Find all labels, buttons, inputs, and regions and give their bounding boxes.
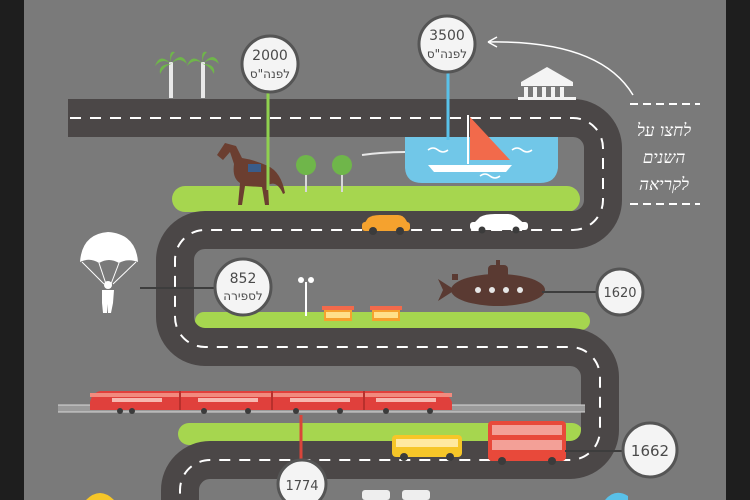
year-marker-1620[interactable]: 1620	[595, 267, 645, 317]
grass-strip-3	[178, 423, 583, 445]
market-stall-icon	[322, 306, 354, 321]
marker-era: לפנה"ס	[250, 67, 290, 81]
marker-year: 1662	[631, 442, 669, 460]
marker-year: 1620	[603, 286, 636, 301]
submarine-icon	[438, 260, 545, 306]
temple-icon	[518, 67, 576, 100]
train-icon	[90, 391, 452, 414]
partial-bottom-icon	[86, 493, 114, 500]
hint-line-1: לחצו על	[637, 121, 691, 141]
market-stall-icon	[370, 306, 402, 321]
marker-year: 2000	[252, 48, 288, 64]
click-hint-box: לחצו על השנים לקריאה	[630, 103, 700, 205]
orange-car-icon	[362, 215, 410, 235]
grass-strip-1	[172, 186, 580, 212]
marker-era: לספירה	[223, 289, 262, 303]
yellow-bus-icon	[392, 435, 462, 461]
partial-bottom-icon	[362, 490, 390, 500]
hint-line-3: לקריאה	[639, 175, 689, 195]
wind-line	[361, 151, 406, 156]
parachute-icon	[80, 232, 138, 313]
partial-bottom-icon	[605, 492, 628, 500]
partial-bottom-icon	[402, 490, 430, 500]
street-lamp-icon	[298, 277, 314, 316]
marker-year: 852	[230, 271, 257, 287]
palm-tree-icon	[155, 51, 187, 98]
marker-era: לפנה"ס	[427, 47, 467, 61]
year-marker-1774[interactable]: 1774	[276, 458, 328, 500]
marker-year: 1774	[285, 479, 318, 494]
year-marker-2000-bc[interactable]: 2000 לפנה"ס	[240, 34, 300, 94]
winding-road	[68, 99, 622, 500]
double-decker-bus-icon	[488, 421, 566, 465]
hint-line-2: השנים	[643, 148, 686, 168]
year-marker-3500-bc[interactable]: 3500 לפנה"ס	[417, 14, 477, 74]
round-tree-icon	[296, 155, 316, 192]
year-marker-1662[interactable]: 1662	[621, 421, 679, 479]
round-tree-icon	[332, 155, 352, 192]
year-marker-852[interactable]: 852 לספירה	[213, 257, 273, 317]
sailboat-icon	[427, 115, 533, 179]
marker-year: 3500	[429, 28, 465, 44]
curved-arrow-icon	[487, 36, 634, 96]
palm-tree-icon	[187, 51, 219, 98]
white-car-icon	[470, 214, 528, 234]
